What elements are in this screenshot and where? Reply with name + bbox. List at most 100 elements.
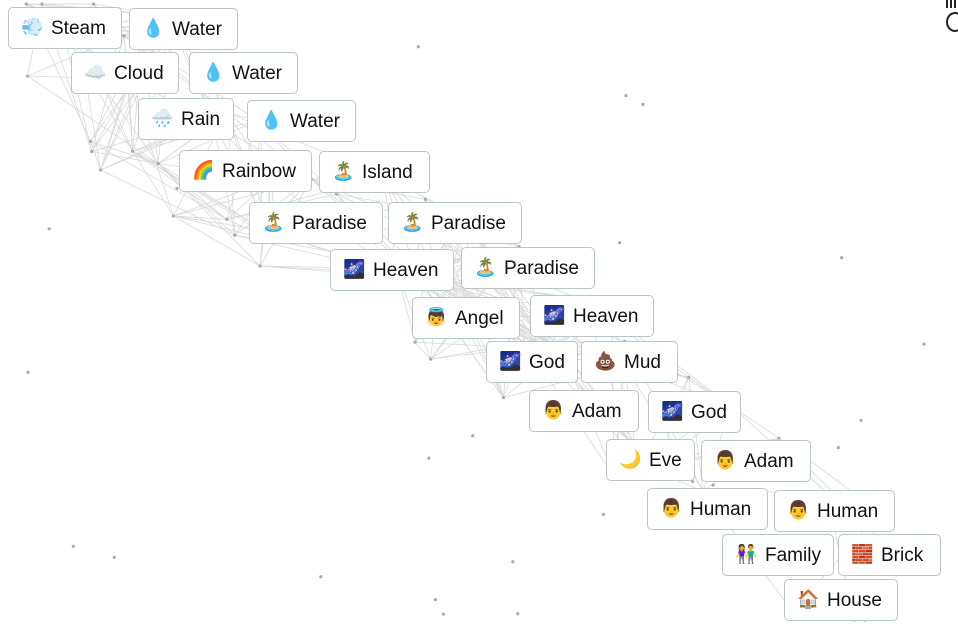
element-label: Steam (51, 17, 106, 39)
cloud-icon: ☁️ (84, 62, 107, 83)
element-tile-rainbow[interactable]: 🌈 Rainbow (179, 150, 312, 192)
network-line (62, 29, 159, 164)
network-dot (433, 597, 438, 602)
element-label: Paradise (292, 212, 367, 234)
network-dot (319, 575, 323, 579)
element-tile-family[interactable]: 👫 Family (722, 534, 834, 576)
network-line (173, 215, 261, 267)
element-tile-paradise[interactable]: 🏝️ Paradise (249, 202, 383, 244)
network-dot (225, 217, 229, 222)
network-dot (71, 544, 75, 548)
element-label: Adam (744, 450, 794, 472)
element-tile-cloud[interactable]: ☁️ Cloud (71, 52, 179, 94)
milky-way-icon: 🌌 (343, 259, 366, 280)
palm-island-icon: 🏝️ (474, 257, 497, 278)
element-tile-adam[interactable]: 👨 Adam (529, 390, 639, 432)
rain-cloud-icon: 🌧️ (151, 108, 174, 129)
network-dot (511, 560, 515, 564)
network-dot (471, 434, 475, 438)
network-line (77, 28, 101, 171)
network-dot (112, 555, 116, 559)
network-dot (122, 34, 126, 38)
mud-icon: 💩 (594, 351, 617, 372)
element-tile-heaven[interactable]: 🌌 Heaven (530, 295, 654, 337)
palm-island-icon: 🏝️ (332, 161, 355, 182)
network-line (173, 215, 227, 220)
element-tile-heaven[interactable]: 🌌 Heaven (330, 249, 454, 291)
element-label: Paradise (504, 257, 579, 279)
element-tile-rain[interactable]: 🌧️ Rain (138, 98, 234, 140)
network-dot (691, 479, 695, 484)
network-line (157, 163, 236, 236)
network-dot (624, 93, 628, 98)
element-tile-paradise[interactable]: 🏝️ Paradise (388, 202, 522, 244)
element-tile-god[interactable]: 🌌 God (486, 341, 578, 383)
network-dot (423, 197, 427, 201)
network-line (100, 169, 235, 236)
element-tile-paradise[interactable]: 🏝️ Paradise (461, 247, 595, 289)
palm-island-icon: 🏝️ (262, 212, 285, 233)
network-dot (441, 612, 446, 616)
house-icon: 🏠 (797, 589, 820, 610)
network-dot (641, 102, 645, 107)
network-dot (516, 612, 520, 616)
network-dot (171, 214, 175, 218)
man-icon: 👨 (660, 498, 683, 519)
network-line (27, 75, 159, 164)
network-dot (711, 483, 715, 487)
network-dot (618, 241, 622, 245)
element-label: Heaven (373, 259, 439, 281)
element-tile-angel[interactable]: 👼 Angel (412, 297, 520, 339)
network-line (414, 341, 431, 360)
network-dot (24, 2, 28, 6)
network-line (132, 150, 174, 217)
element-label: Brick (881, 544, 924, 566)
network-line (173, 215, 264, 231)
network-dot (92, 2, 96, 6)
element-label: Human (817, 500, 879, 522)
water-drop-icon: 💧 (202, 62, 225, 83)
element-tile-human[interactable]: 👨 Human (774, 490, 895, 532)
element-tile-water[interactable]: 💧 Water (189, 52, 298, 94)
network-dot (687, 375, 691, 379)
network-dot (47, 227, 51, 231)
man-icon: 👨 (542, 400, 565, 421)
network-dot (130, 149, 135, 153)
element-label: Angel (455, 307, 504, 329)
element-tile-house[interactable]: 🏠 House (784, 579, 898, 621)
network-dot (416, 45, 420, 49)
element-label: Eve (649, 449, 682, 471)
network-dot (40, 2, 44, 6)
water-drop-icon: 💧 (260, 110, 283, 131)
element-label: God (529, 351, 565, 373)
network-dot (922, 342, 926, 346)
element-tile-mud[interactable]: 💩 Mud (581, 341, 678, 383)
network-dot (233, 233, 237, 237)
element-tile-island[interactable]: 🏝️ Island (319, 151, 430, 193)
element-tile-steam[interactable]: 💨 Steam (8, 7, 122, 49)
element-tile-brick[interactable]: 🧱 Brick (838, 534, 941, 576)
angel-icon: 👼 (425, 307, 448, 328)
element-label: Human (690, 498, 752, 520)
element-tile-human[interactable]: 👨 Human (647, 488, 768, 530)
network-line (157, 163, 261, 267)
element-label: Water (172, 18, 222, 40)
network-dot (26, 74, 30, 78)
element-label: Rainbow (222, 160, 296, 182)
milky-way-icon: 🌌 (499, 351, 522, 372)
element-label: Water (290, 110, 340, 132)
rainbow-icon: 🌈 (192, 160, 215, 181)
element-tile-adam[interactable]: 👨 Adam (701, 440, 811, 482)
network-line (91, 151, 159, 165)
element-label: Cloud (114, 62, 164, 84)
element-tile-eve[interactable]: 🌙 Eve (606, 439, 695, 481)
logo-ring-icon (946, 12, 958, 32)
element-label: Paradise (431, 212, 506, 234)
logo-fragment (944, 0, 958, 34)
element-tile-water[interactable]: 💧 Water (247, 100, 356, 142)
element-tile-god[interactable]: 🌌 God (648, 391, 741, 433)
network-dot (840, 256, 844, 260)
element-tile-water[interactable]: 💧 Water (129, 8, 238, 50)
network-dot (89, 139, 93, 143)
brick-icon: 🧱 (851, 544, 874, 565)
